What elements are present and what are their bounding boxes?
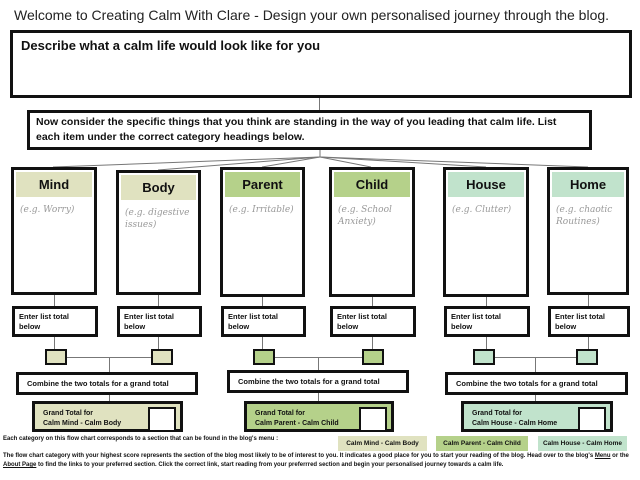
connector bbox=[54, 295, 55, 306]
chip-calm-house-home: Calm House - Calm Home bbox=[538, 436, 627, 451]
category-box-child[interactable]: Child (e.g. School Anxiety) bbox=[329, 167, 415, 297]
category-box-house[interactable]: House (e.g. Clutter) bbox=[443, 167, 529, 297]
total-square-parent[interactable] bbox=[253, 349, 275, 365]
connector bbox=[262, 297, 263, 306]
total-square-mind[interactable] bbox=[45, 349, 67, 365]
connector bbox=[535, 395, 536, 401]
combine-box: Combine the two totals for a grand total bbox=[227, 370, 409, 393]
total-square-house[interactable] bbox=[473, 349, 495, 365]
grand-total-box: Grand Total for Calm Parent - Calm Child bbox=[244, 401, 394, 432]
grand-total-line1: Grand Total for bbox=[472, 410, 523, 417]
category-example: (e.g. Clutter) bbox=[452, 205, 512, 215]
footer-intro: Each category on this flow chart corresp… bbox=[3, 436, 279, 442]
connector bbox=[109, 395, 110, 401]
connector bbox=[486, 297, 487, 306]
question-1: Describe what a calm life would look lik… bbox=[21, 38, 321, 53]
enter-total-box-home[interactable]: Enter list total below bbox=[548, 306, 630, 337]
connector bbox=[588, 337, 589, 349]
page-title: Welcome to Creating Calm With Clare - De… bbox=[14, 7, 610, 23]
enter-total-box-body[interactable]: Enter list total below bbox=[117, 306, 202, 337]
category-heading: House bbox=[448, 172, 524, 197]
grand-total-box: Grand Total for Calm House - Calm Home bbox=[461, 401, 613, 432]
grand-total-input[interactable] bbox=[359, 407, 387, 432]
enter-total-box-house[interactable]: Enter list total below bbox=[444, 306, 530, 337]
total-square-child[interactable] bbox=[362, 349, 384, 365]
category-heading: Parent bbox=[225, 172, 300, 197]
enter-total-box-child[interactable]: Enter list total below bbox=[330, 306, 416, 337]
connector bbox=[158, 337, 159, 349]
grand-total-line2: Calm House - Calm Home bbox=[472, 420, 558, 427]
calm-life-description-box[interactable]: Describe what a calm life would look lik… bbox=[10, 30, 632, 98]
grand-total-box: Grand Total for Calm Mind - Calm Body bbox=[32, 401, 183, 432]
category-heading: Home bbox=[552, 172, 624, 197]
para-text: or the bbox=[610, 453, 629, 459]
category-example: (e.g. Irritable) bbox=[229, 205, 294, 215]
combine-box: Combine the two totals for a grand total bbox=[445, 372, 628, 395]
grand-total-input[interactable] bbox=[148, 407, 176, 432]
chip-calm-parent-child: Calm Parent - Calm Child bbox=[436, 436, 528, 451]
connector bbox=[318, 357, 319, 370]
grand-total-input[interactable] bbox=[578, 407, 606, 432]
chip-calm-mind-body: Calm Mind - Calm Body bbox=[338, 436, 427, 451]
total-square-home[interactable] bbox=[576, 349, 598, 365]
category-heading: Child bbox=[334, 172, 410, 197]
connector bbox=[588, 295, 589, 306]
connector bbox=[486, 337, 487, 349]
total-square-body[interactable] bbox=[151, 349, 173, 365]
grand-total-line1: Grand Total for bbox=[255, 410, 306, 417]
combine-box: Combine the two totals for a grand total bbox=[16, 372, 198, 395]
category-example: (e.g. chaotic Routines) bbox=[556, 205, 613, 227]
grand-total-line2: Calm Parent - Calm Child bbox=[255, 420, 339, 427]
category-box-home[interactable]: Home (e.g. chaotic Routines) bbox=[547, 167, 629, 295]
category-box-body[interactable]: Body (e.g. digestive issues) bbox=[116, 170, 201, 295]
footer-paragraph: The flow chart category with your highes… bbox=[3, 452, 637, 470]
connector bbox=[319, 98, 320, 110]
enter-total-box-parent[interactable]: Enter list total below bbox=[221, 306, 306, 337]
connector-lines bbox=[52, 150, 589, 170]
connector bbox=[372, 337, 373, 349]
connector bbox=[535, 357, 536, 372]
question-2: Now consider the specific things that yo… bbox=[36, 116, 557, 143]
category-heading: Mind bbox=[16, 172, 92, 197]
connector bbox=[372, 297, 373, 306]
category-example: (e.g. Worry) bbox=[20, 205, 75, 215]
grand-total-line1: Grand Total for bbox=[43, 410, 94, 417]
connector bbox=[318, 393, 319, 401]
about-page-link[interactable]: About Page bbox=[3, 462, 37, 468]
para-text: to find the links to your preferred sect… bbox=[36, 462, 504, 468]
connector bbox=[109, 357, 110, 372]
category-heading: Body bbox=[121, 175, 196, 200]
instructions-box: Now consider the specific things that yo… bbox=[27, 110, 592, 150]
category-box-mind[interactable]: Mind (e.g. Worry) bbox=[11, 167, 97, 295]
category-example: (e.g. School Anxiety) bbox=[338, 205, 392, 227]
category-example: (e.g. digestive issues) bbox=[125, 208, 190, 230]
category-box-parent[interactable]: Parent (e.g. Irritable) bbox=[220, 167, 305, 297]
enter-total-box-mind[interactable]: Enter list total below bbox=[12, 306, 98, 337]
connector bbox=[262, 337, 263, 349]
para-text: The flow chart category with your highes… bbox=[3, 453, 595, 459]
grand-total-line2: Calm Mind - Calm Body bbox=[43, 420, 122, 427]
connector bbox=[158, 295, 159, 306]
menu-link[interactable]: Menu bbox=[594, 453, 611, 459]
connector bbox=[54, 337, 55, 349]
